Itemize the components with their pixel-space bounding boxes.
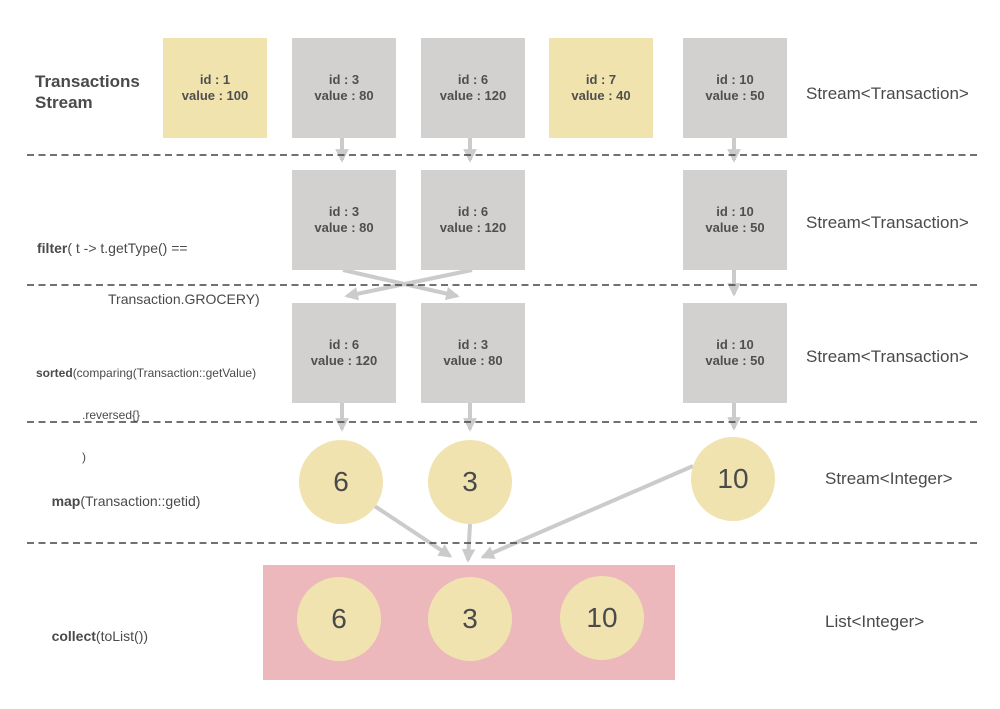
map-operation-label: map(Transaction::getid) [36,477,201,525]
integer-circle: 10 [691,437,775,521]
arrow-map-to-collect-c [480,464,694,559]
filter-op-name: filter [37,240,68,256]
source-title-line2: Stream [35,93,93,112]
arrow-map-to-collect-a [368,501,453,558]
map-op-name: map [51,493,81,509]
collect-type-label: List<Integer> [825,612,925,631]
collect-op-args: (toList()) [95,628,149,644]
sorted-type-label: Stream<Transaction> [806,347,969,366]
collect-op-name: collect [51,628,96,644]
filter-type-label: Stream<Transaction> [806,213,969,232]
integer-circle: 6 [297,577,381,661]
integer-circle: 3 [428,440,512,524]
arrow-map-to-collect-b [461,523,476,563]
sorted-op-args3: ) [82,450,86,464]
map-type-label: Stream<Integer> [825,469,953,488]
integer-circle: 10 [560,576,644,660]
source-stage-title: Transactions Stream [35,71,140,113]
sorted-operation-label: sorted(comparing(Transaction::getValue) … [36,338,256,492]
integer-circle: 3 [428,577,512,661]
sorted-op-args2: .reversed{} [82,408,141,422]
source-title-line1: Transactions [35,72,140,91]
map-op-args: (Transaction::getid) [80,493,201,509]
sorted-op-name: sorted [36,366,73,380]
filter-operation-label: filter( t -> t.getType() == Transaction.… [37,206,260,342]
sorted-op-args1: (comparing(Transaction::getValue) [72,366,257,380]
filter-op-args2: Transaction.GROCERY) [108,291,260,307]
collect-operation-label: collect(toList()) [36,612,148,660]
source-type-label: Stream<Transaction> [806,84,969,103]
filter-op-args1: ( t -> t.getType() == [67,240,188,256]
integer-circle: 6 [299,440,383,524]
arrow-filter-to-sorted-cross-left [344,268,473,301]
